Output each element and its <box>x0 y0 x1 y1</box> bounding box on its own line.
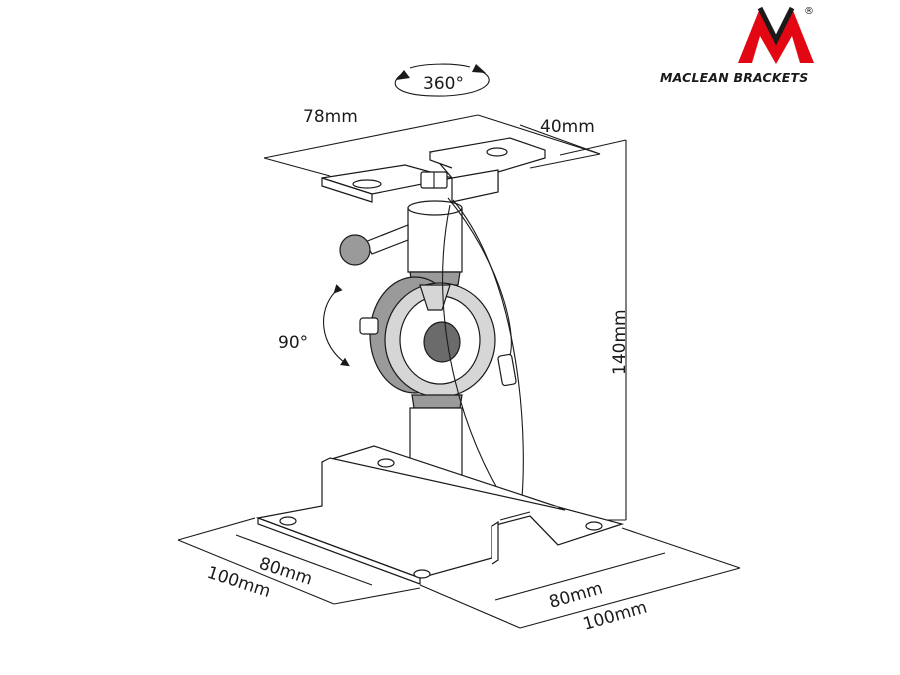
base-hole-front-icon <box>413 569 431 579</box>
top-bolt <box>420 171 448 189</box>
swivel-joint <box>359 276 496 398</box>
brand-logo: ® MACLEAN BRACKETS <box>660 6 814 85</box>
base-hole-back-icon <box>377 458 395 468</box>
top-width-label: 78mm <box>303 107 358 127</box>
top-slot-left-icon <box>352 179 382 189</box>
pan-rotation-indicator: 360° <box>394 63 490 97</box>
top-dimension-lines: 78mm 40mm <box>263 107 601 177</box>
base-hole-right-icon <box>585 521 603 531</box>
registered-mark: ® <box>804 6 814 17</box>
base-hole-left-icon <box>279 516 297 526</box>
lock-knob <box>339 224 409 266</box>
base-outer-right-label: 100mm <box>581 598 650 635</box>
tilt-rotation-label: 90° <box>278 333 308 353</box>
logo-m-icon <box>738 8 814 64</box>
height-dimension-line: 140mm <box>559 139 630 521</box>
height-label: 140mm <box>610 309 630 375</box>
top-slot-right-icon <box>486 147 508 157</box>
tilt-rotation-indicator: 90° <box>278 284 350 367</box>
top-depth-label: 40mm <box>540 117 595 137</box>
base-mounting-plate <box>255 445 625 585</box>
safety-cable <box>442 197 524 519</box>
upper-arm <box>407 200 463 286</box>
pan-rotation-label: 360° <box>423 74 464 94</box>
brand-name: MACLEAN BRACKETS <box>660 70 808 85</box>
joint-center-icon <box>423 321 461 363</box>
top-mounting-plate <box>321 137 546 203</box>
